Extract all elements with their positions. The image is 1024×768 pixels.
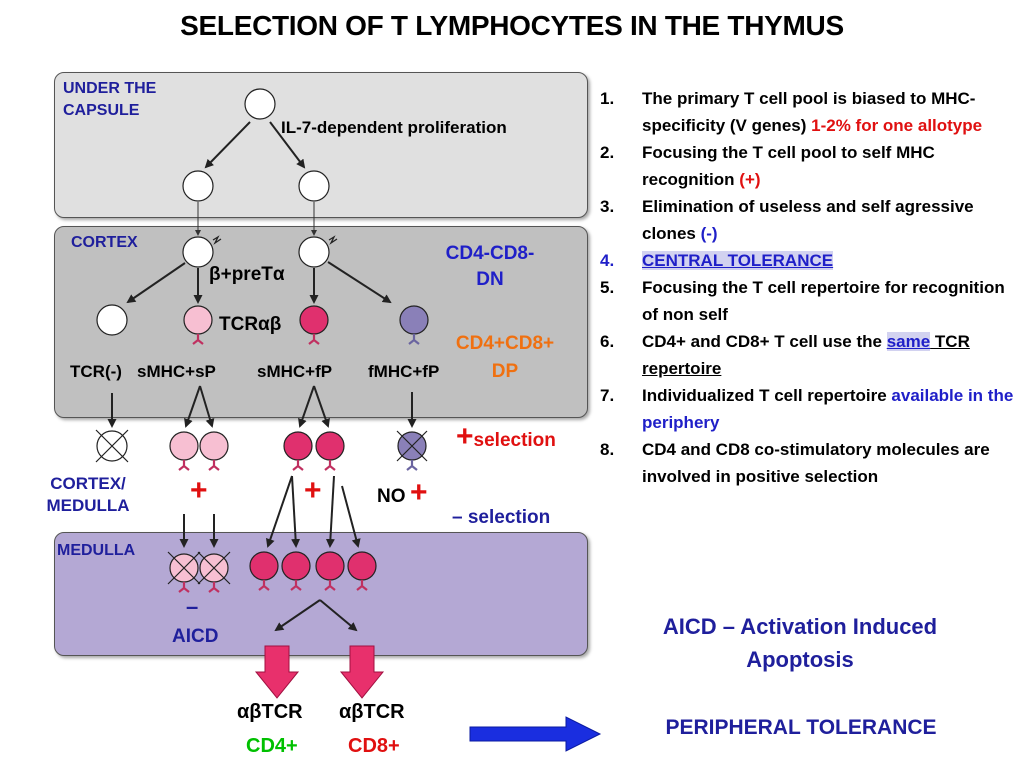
note-item-3: 3.Elimination of useless and self agress… xyxy=(600,197,974,243)
cortex-medulla-label: CORTEX/ MEDULLA xyxy=(38,473,138,517)
daughter-cell-right xyxy=(298,170,330,202)
medulla-cell-1 xyxy=(249,551,279,591)
arrow-to-tcr-neg xyxy=(126,262,186,304)
peripheral-tolerance-label: PERIPHERAL TOLERANCE xyxy=(665,716,937,739)
medulla-zone xyxy=(54,532,588,656)
dp-cell-purple xyxy=(399,305,429,345)
page-title: SELECTION OF T LYMPHOCYTES IN THE THYMUS xyxy=(180,10,844,41)
abtcr-cd4-label: αβTCR xyxy=(237,701,303,723)
positive-selection-label: +selection xyxy=(456,420,556,454)
aicd-definition-line2: Apoptosis xyxy=(746,647,854,672)
dp-cell-light-pink xyxy=(183,305,213,345)
positive-selection-word: selection xyxy=(473,430,556,451)
aicd-definition: AICD – Activation Induced Apoptosis xyxy=(620,610,980,676)
dn-label-line2: DN xyxy=(476,269,504,290)
negative-selection-label: – selection xyxy=(452,507,551,528)
medulla-zone-label: MEDULLA xyxy=(57,542,136,559)
medulla-cell-3 xyxy=(315,551,345,591)
fmhc-fp-label: fMHC+fP xyxy=(368,362,440,381)
arrow-split-cd8 xyxy=(319,599,358,632)
notes-list: 1.The primary T cell pool is biased to M… xyxy=(600,85,1020,490)
smhc-sp-label: sMHC+sP xyxy=(137,362,216,381)
no-plus-sign: + xyxy=(409,476,428,509)
positive-selection-sign: + xyxy=(456,420,474,453)
dn-label: CD4-CD8- DN xyxy=(430,241,550,293)
cd8-output-arrow xyxy=(339,645,385,699)
arrow-sp-left xyxy=(184,385,201,428)
beta-pretalpha-label: β+preTα xyxy=(209,264,285,285)
note-item-6: 6.CD4+ and CD8+ T cell use the same TCR … xyxy=(600,332,970,378)
dp-label-line2: DP xyxy=(491,361,519,382)
capsule-zone-label: UNDER THE CAPSULE xyxy=(63,78,156,122)
plus-fp: + xyxy=(304,474,322,507)
note-item-8: 8.CD4 and CD8 co-stimulatory molecules a… xyxy=(600,440,990,486)
il7-label: IL-7-dependent proliferation xyxy=(281,118,507,137)
arrow-fp-right xyxy=(313,385,330,428)
note-item-4: 4.CENTRAL TOLERANCE xyxy=(600,251,834,270)
arrow-to-fmhc-fp xyxy=(327,261,392,304)
arrow-sp-right xyxy=(199,385,215,428)
aicd-label: AICD xyxy=(172,626,219,647)
cortex-medulla-line2: MEDULLA xyxy=(46,496,130,515)
arrow-prolif-right xyxy=(269,121,306,169)
rearrangement-mark-right xyxy=(328,235,338,245)
rearrangement-mark-left xyxy=(212,235,222,245)
note-item-7: 7.Individualized T cell repertoire avail… xyxy=(600,386,1014,432)
cortex-medulla-line1: CORTEX/ xyxy=(50,474,126,493)
note-item-1: 1.The primary T cell pool is biased to M… xyxy=(600,89,983,135)
aicd-definition-line1: AICD – Activation Induced xyxy=(662,614,938,639)
arrow-fp-left xyxy=(298,385,315,428)
medulla-cell-2 xyxy=(281,551,311,591)
aicd-dead-cell-2 xyxy=(197,551,231,593)
arrow-medulla-fp-2 xyxy=(291,475,301,548)
tcrab-label: TCRαβ xyxy=(219,314,282,335)
no-word: NO xyxy=(377,486,406,507)
cd8-label: CD8+ xyxy=(348,735,400,757)
dn-cell-left xyxy=(182,236,214,268)
no-plus-label: NO + xyxy=(377,476,427,510)
peripheral-arrow xyxy=(469,716,602,752)
arrow-split-cd4 xyxy=(274,599,321,632)
arrow-medulla-fp-3 xyxy=(325,475,335,548)
dp-cell-strong-pink xyxy=(299,305,329,345)
dp-label: CD4+CD8+ DP xyxy=(440,330,570,386)
cortex-zone-label: CORTEX xyxy=(71,234,138,251)
dn-label-line1: CD4-CD8- xyxy=(445,243,535,264)
arrow-medulla-fp-1 xyxy=(266,475,293,548)
arrow-prolif-left xyxy=(204,121,251,169)
sp-cell-strong-pink-1 xyxy=(283,431,313,471)
sp-cell-light-pink-2 xyxy=(199,431,229,471)
tcr-neg-label: TCR(-) xyxy=(70,362,122,381)
medulla-cell-4 xyxy=(347,551,377,591)
aicd-minus: – xyxy=(186,594,199,619)
dn-cell-right xyxy=(298,236,330,268)
dead-cell-tcr-neg xyxy=(95,429,129,463)
aicd-dead-cell-1 xyxy=(167,551,201,593)
arrow-medulla-fp-4 xyxy=(341,485,361,548)
sp-cell-light-pink-1 xyxy=(169,431,199,471)
cd4-output-arrow xyxy=(254,645,300,699)
sp-cell-strong-pink-2 xyxy=(315,431,345,471)
plus-sp: + xyxy=(190,474,208,507)
abtcr-cd8-label: αβTCR xyxy=(339,701,405,723)
daughter-cell-left xyxy=(182,170,214,202)
dp-label-line1: CD4+CD8+ xyxy=(455,333,555,354)
smhc-fp-label: sMHC+fP xyxy=(257,362,333,381)
note-item-2: 2.Focusing the T cell pool to self MHC r… xyxy=(600,143,935,189)
tcr-negative-cell xyxy=(96,304,128,336)
cd4-label: CD4+ xyxy=(246,735,298,757)
stem-cell xyxy=(244,88,276,120)
dead-cell-purple xyxy=(396,430,428,471)
capsule-label-line1: UNDER THE xyxy=(63,80,157,97)
capsule-label-line2: CAPSULE xyxy=(63,102,140,119)
note-item-5: 5.Focusing the T cell repertoire for rec… xyxy=(600,278,1005,324)
